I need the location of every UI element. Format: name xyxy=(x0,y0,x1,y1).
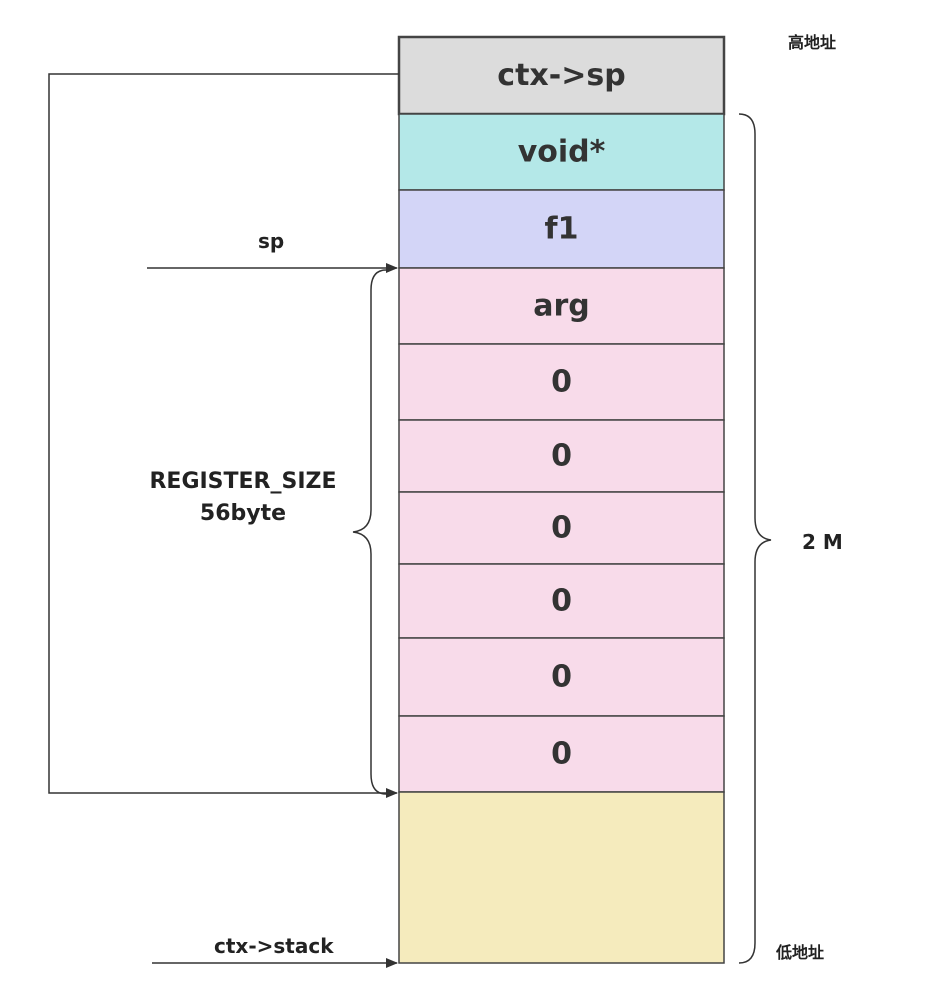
register-size-label: REGISTER_SIZE xyxy=(149,469,336,494)
cell-zero-1 xyxy=(398,343,725,421)
cell-zero-3-label: 0 xyxy=(551,511,572,546)
cell-void-ptr-label: void* xyxy=(518,135,606,170)
cell-f1 xyxy=(398,189,725,269)
cell-arg xyxy=(398,267,725,345)
high-address-label: 高地址 xyxy=(788,33,836,52)
stack-pointer-label: ctx->stack xyxy=(214,934,334,958)
cell-zero-2 xyxy=(398,419,725,493)
total-size-label: 2 M xyxy=(802,530,843,554)
cell-zero-4-label: 0 xyxy=(551,584,572,619)
cell-zero-6 xyxy=(398,715,725,793)
cell-ctx-sp xyxy=(397,35,726,116)
stack-cells: ctx->sp void* f1 arg 0 0 0 0 0 0 xyxy=(397,35,726,964)
sp-pointer-label: sp xyxy=(258,229,284,253)
low-address-label: 低地址 xyxy=(775,943,824,962)
cell-zero-4 xyxy=(398,563,725,639)
cell-zero-2-label: 0 xyxy=(551,439,572,474)
cell-void-ptr xyxy=(398,113,725,191)
ctx-sp-pointer-line xyxy=(48,73,399,798)
register-size-brace xyxy=(352,269,387,795)
cell-zero-6-label: 0 xyxy=(551,737,572,772)
total-size-brace xyxy=(738,113,772,964)
cell-free-space xyxy=(398,791,725,964)
cell-f1-label: f1 xyxy=(545,212,579,247)
register-size-bytes: 56byte xyxy=(200,501,286,526)
cell-zero-5-label: 0 xyxy=(551,660,572,695)
cell-ctx-sp-label: ctx->sp xyxy=(497,58,625,93)
cell-arg-label: arg xyxy=(533,289,590,324)
cell-zero-1-label: 0 xyxy=(551,365,572,400)
